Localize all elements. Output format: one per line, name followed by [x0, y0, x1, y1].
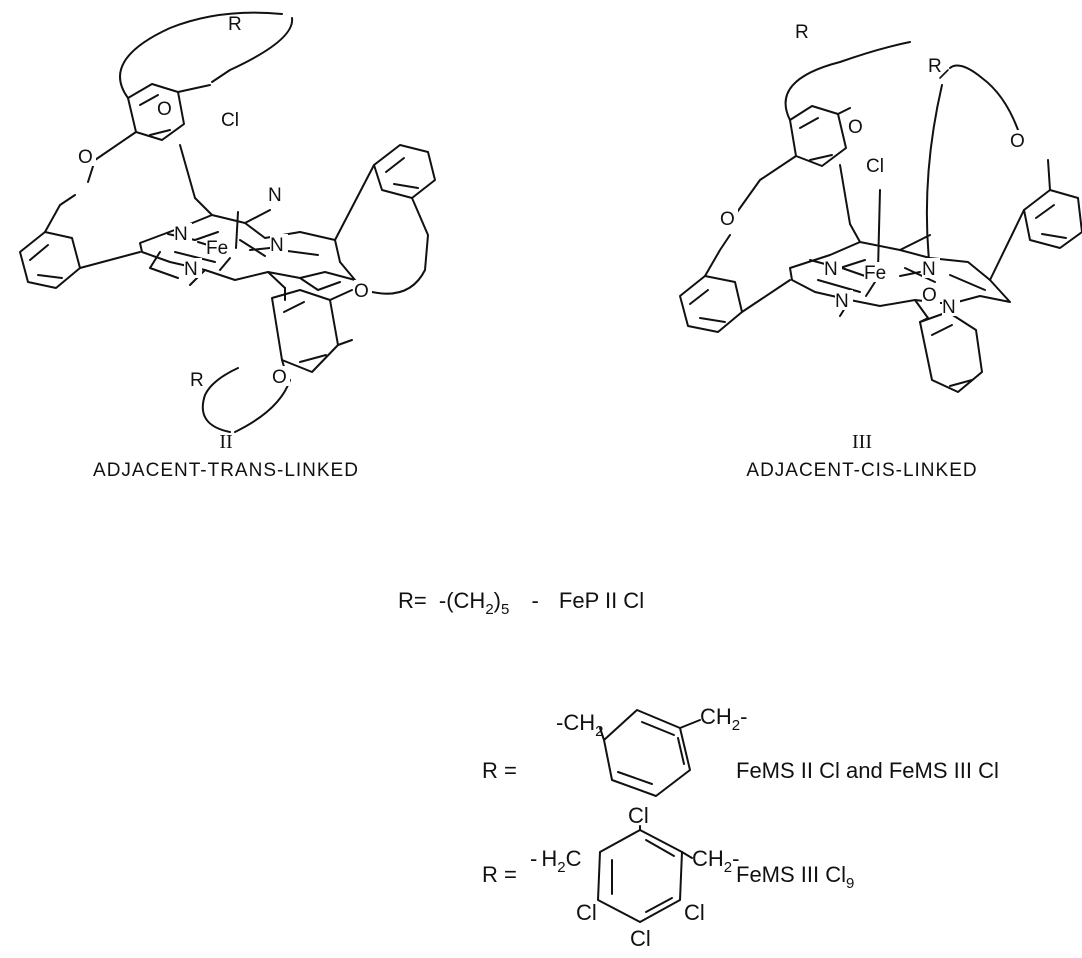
structure-ii-right-phenyl	[334, 144, 436, 295]
xylyl-right-group: CH2-	[700, 704, 747, 734]
structure-ii-n-bottom-label: N	[184, 259, 198, 280]
structure-ii-r-top-label: R	[228, 14, 242, 35]
structure-iii-o-left-label: O	[720, 209, 735, 230]
structure-ii-left-phenyl	[19, 194, 141, 289]
structure-iii-right-phenyl	[949, 64, 1082, 281]
chloroxylyl-compound: FeMS III Cl9	[736, 862, 854, 892]
structure-iii-o-top-label: O	[848, 117, 863, 138]
structure-ii-o-top-label: O	[157, 99, 172, 120]
chloroxylyl-benzene-ring	[597, 825, 693, 923]
structure-ii: Cl N N Fe N N O O R O O R II ADJACENT-TR…	[19, 11, 436, 481]
structure-iii-r-right-label: R	[928, 56, 942, 77]
structure-ii-r-bottom-label: R	[190, 370, 204, 391]
structure-iii-n-right-label: N	[942, 297, 956, 318]
definition-chloroxylyl: R = -H2C Cl CH2- Cl Cl Cl FeMS III Cl9	[482, 803, 854, 951]
structure-iii-inner-strap	[925, 69, 949, 271]
structure-ii-top-phenyl	[87, 11, 294, 199]
structure-ii-porphyrin-core	[139, 197, 356, 291]
structure-ii-n-right-label: N	[270, 235, 284, 256]
structure-iii-r-left-label: R	[795, 22, 809, 43]
xylyl-benzene-ring	[599, 709, 701, 797]
structure-iii-top-phenyl	[734, 41, 911, 225]
chloroxylyl-cl-left: Cl	[576, 900, 597, 925]
structure-ii-fe-label: Fe	[206, 238, 228, 259]
pentyl-formula: R= -(CH2)5 - FeP II Cl	[398, 588, 644, 619]
definition-pentyl: R= -(CH2)5 - FeP II Cl	[398, 588, 644, 619]
structure-iii-cl-label: Cl	[866, 156, 884, 177]
structure-ii-numeral: II	[219, 431, 232, 453]
chloroxylyl-cl-top: Cl	[628, 803, 649, 828]
structure-iii-left-phenyl	[679, 234, 791, 333]
structure-ii-n-left-label: N	[174, 224, 188, 245]
structure-iii-bottom-phenyl	[919, 311, 983, 393]
xylyl-left-group: -CH2	[556, 710, 603, 740]
structure-iii-caption: ADJACENT-CIS-LINKED	[746, 460, 977, 481]
structure-iii-porphyrin-core	[789, 189, 1011, 319]
xylyl-r-label: R =	[482, 758, 517, 783]
chloroxylyl-cl-right: Cl	[684, 900, 705, 925]
chloroxylyl-left-group: -H2C	[530, 846, 582, 876]
structure-ii-o-right-label: O	[354, 281, 369, 302]
structure-iii-o-right-label: O	[1010, 131, 1025, 152]
structure-iii-fe-label: Fe	[864, 263, 886, 284]
structure-ii-n-top-label: N	[268, 185, 282, 206]
structure-ii-cl-label: Cl	[221, 110, 239, 131]
chloroxylyl-cl-bottom: Cl	[630, 926, 651, 951]
structure-iii-n-top-label: N	[922, 259, 936, 280]
structure-ii-caption: ADJACENT-TRANS-LINKED	[93, 460, 359, 481]
xylyl-compound: FeMS II Cl and FeMS III Cl	[736, 758, 999, 783]
chloroxylyl-r-label: R =	[482, 862, 517, 887]
structure-iii-numeral: III	[852, 431, 872, 453]
structure-iii-n-bottom-label: N	[835, 291, 849, 312]
structure-iii: Cl R R O O O N N Fe O N N III ADJACENT-C…	[679, 22, 1082, 481]
definition-xylyl: R = -CH2 CH2- FeMS II Cl and FeMS III Cl	[482, 704, 999, 797]
structure-iii-o-inner-label: O	[922, 285, 937, 306]
structure-ii-o-bottom-label: O	[272, 367, 287, 388]
chloroxylyl-right-group: CH2-	[692, 846, 739, 876]
structure-iii-n-left-label: N	[824, 259, 838, 280]
structure-ii-bottom-phenyl	[201, 287, 353, 433]
structure-ii-o-left-label: O	[78, 147, 93, 168]
